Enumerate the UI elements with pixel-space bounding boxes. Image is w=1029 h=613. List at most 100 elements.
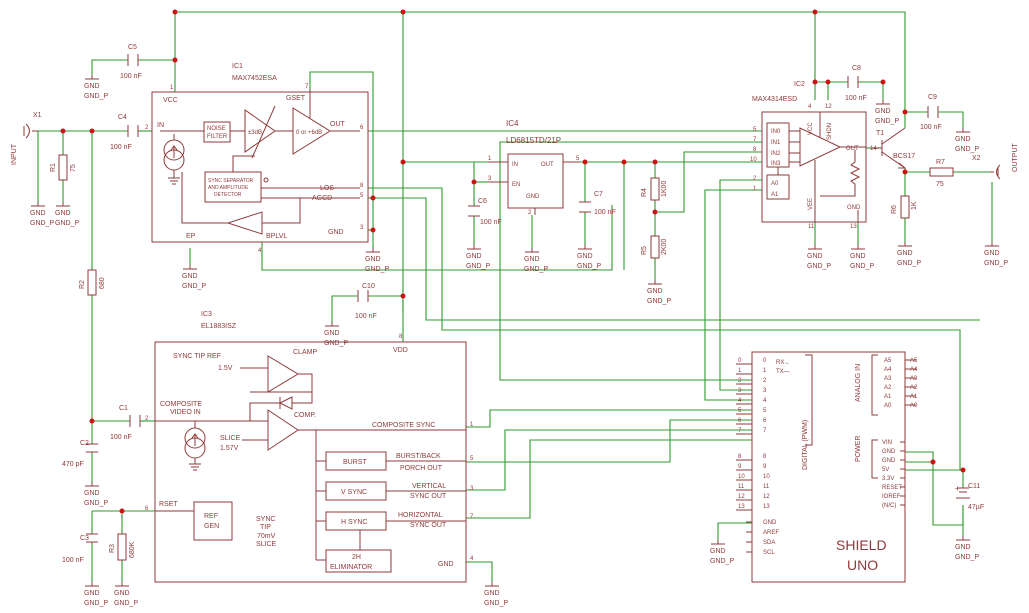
svg-text:GND: GND	[526, 194, 540, 200]
svg-text:R1: R1	[50, 163, 57, 172]
svg-text:C11: C11	[968, 483, 980, 490]
svg-text:CLAMP: CLAMP	[293, 349, 317, 356]
svg-text:C10: C10	[362, 283, 375, 290]
svg-text:680: 680	[99, 277, 106, 289]
svg-text:2H: 2H	[352, 554, 361, 561]
gnd-label: GND	[955, 544, 971, 551]
svg-text:DETECTOR: DETECTOR	[214, 192, 242, 198]
gnd-label: GND	[484, 590, 500, 597]
svg-text:2: 2	[145, 416, 149, 422]
gnd-label: GND	[30, 210, 46, 217]
svg-text:FILTER: FILTER	[207, 134, 228, 140]
svg-text:100 nF: 100 nF	[480, 219, 502, 226]
digital-pin-ext: 9	[738, 464, 742, 470]
svg-text:1: 1	[170, 85, 174, 91]
ic4-part: LD6815TD/21P	[506, 136, 561, 145]
digital-pin-label: 5	[763, 408, 767, 414]
svg-text:BCS17: BCS17	[893, 153, 915, 160]
svg-text:ANALOG IN: ANALOG IN	[855, 364, 862, 402]
digital-pin-label: 12	[763, 494, 770, 500]
svg-text:6: 6	[360, 125, 364, 131]
svg-text:11: 11	[808, 224, 815, 230]
ic2-part: MAX4314ESD	[752, 96, 797, 103]
wires	[37, 11, 993, 582]
svg-text:OUT: OUT	[541, 162, 554, 168]
svg-text:1K: 1K	[911, 201, 918, 210]
ic3: IC3 EL1883ISZ VDD 8 SYNC TIP REF 1.5V CL…	[145, 311, 474, 583]
gndp-label: GND_P	[84, 500, 108, 507]
power-pin-label: VIN	[882, 440, 892, 446]
digital-pin-label: 8	[763, 454, 767, 460]
power-pin-label: RESET	[882, 485, 902, 491]
svg-text:13: 13	[850, 224, 857, 230]
digital-pin-label: 3	[763, 388, 767, 394]
svg-text:VIDEO IN: VIDEO IN	[170, 409, 201, 416]
svg-text:8: 8	[360, 183, 364, 189]
svg-text:75: 75	[70, 164, 77, 172]
gndp-label: GND_P	[365, 266, 389, 273]
svg-text:SYNC OUT: SYNC OUT	[410, 522, 447, 529]
power-pin-label: GND	[882, 458, 896, 464]
svg-text:100 nF: 100 nF	[110, 144, 132, 151]
svg-text:R6: R6	[891, 205, 898, 214]
digital-pin-ext: 6	[738, 418, 742, 424]
svg-text:A1: A1	[771, 192, 779, 198]
digital-pin-ext: 3	[738, 388, 742, 394]
gnd-label: GND	[84, 490, 100, 497]
gnd-label: GND	[114, 590, 130, 597]
svg-text:75: 75	[936, 181, 944, 188]
svg-text:100 nF: 100 nF	[594, 209, 616, 216]
svg-text:1K00: 1K00	[661, 181, 668, 197]
gndp-label: GND_P	[324, 340, 348, 347]
svg-text:IN: IN	[512, 162, 518, 168]
gndp-label: GND_P	[807, 263, 831, 270]
svg-text:100 nF: 100 nF	[62, 557, 84, 564]
svg-text:R4: R4	[641, 188, 648, 197]
svg-text:VERTICAL: VERTICAL	[412, 483, 446, 490]
digital-pin-ext: 5	[738, 408, 742, 414]
analog-pin-label: A4	[884, 367, 892, 373]
svg-text:GND: GND	[847, 205, 861, 211]
gnd-label: GND	[84, 590, 100, 597]
svg-text:5: 5	[470, 456, 474, 462]
digital-pin-label: 9	[763, 464, 767, 470]
gnd-label: GND	[850, 253, 866, 260]
gndp-label: GND_P	[84, 600, 108, 607]
svg-text:VCC: VCC	[808, 122, 814, 135]
ic2-name: IC2	[794, 81, 805, 88]
svg-text:70mV: 70mV	[257, 533, 276, 540]
analog-pin-ext: A2	[910, 385, 918, 391]
svg-text:IN1: IN1	[771, 140, 781, 146]
analog-pin-ext: A5	[910, 358, 918, 364]
gndp-label: GND_P	[524, 266, 548, 273]
power-pin-label: 5V	[882, 467, 889, 473]
gndp-label: GND_P	[577, 263, 601, 270]
svg-text:8: 8	[399, 334, 403, 340]
svg-text:3: 3	[360, 225, 364, 231]
digital-pin-label: 7	[763, 428, 767, 434]
svg-text:H SYNC: H SYNC	[341, 519, 367, 526]
svg-text:R7: R7	[936, 159, 945, 166]
svg-text:C5: C5	[128, 44, 137, 51]
svg-text:6: 6	[145, 506, 149, 512]
input-label: INPUT	[11, 143, 18, 165]
arduino-shield: SHIELD UNO DIGITAL (PWM) ANALOG IN POWER…	[736, 351, 918, 583]
gndp-label: GND_P	[984, 260, 1008, 267]
svg-text:100 nF: 100 nF	[920, 124, 942, 131]
ic4: IC4 LD6815TD/21P IN OUT EN GND 1 2 3 5	[488, 119, 580, 216]
svg-text:C1: C1	[119, 405, 128, 412]
svg-text:4: 4	[470, 556, 474, 562]
svg-text:BURST: BURST	[343, 459, 367, 466]
svg-text:X2: X2	[972, 155, 981, 162]
svg-text:IN0: IN0	[771, 129, 781, 135]
shield-pin-label: SDA	[763, 540, 775, 546]
gnd-label: GND	[647, 288, 663, 295]
digital-pin-label: 1	[763, 368, 767, 374]
ground-symbols: GND GND_P GND GND_P GND GND_P GND GND_P GND GND_P…	[30, 75, 1008, 607]
svg-text:A0: A0	[771, 181, 779, 187]
digital-pin-ext: 12	[738, 494, 745, 500]
svg-text:IN2: IN2	[771, 151, 781, 157]
gnd-label: GND	[710, 548, 726, 555]
digital-pin-ext: 10	[738, 474, 745, 480]
svg-text:C8: C8	[852, 65, 861, 72]
